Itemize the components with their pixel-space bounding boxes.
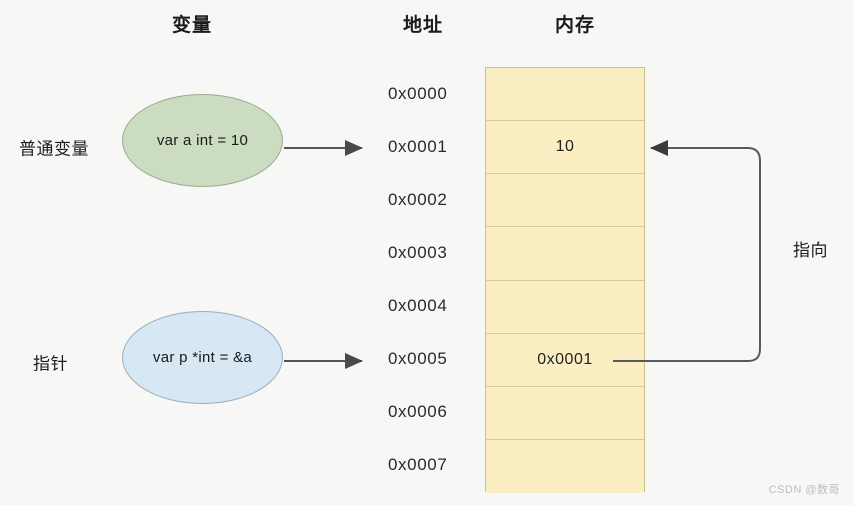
column-header-memory: 内存 [554,15,596,36]
address-label: 0x0005 [388,349,448,369]
address-label: 0x0000 [388,83,448,103]
memory-cell [486,386,644,440]
variable-declaration-node: var a int = 10 [122,94,283,187]
pointer-declaration-node: var p *int = &a [122,311,283,404]
memory-cell [486,280,644,334]
memory-cell: 0x0001 [486,333,644,387]
memory-block: 10 0x0001 [485,67,645,493]
address-label: 0x0004 [388,296,448,316]
column-header-address: 地址 [402,15,444,36]
memory-cell [486,174,644,228]
memory-cell [486,227,644,281]
annotation-pointing: 指向 [793,241,828,260]
watermark: CSDN @数哥 [768,484,840,496]
row-label-normal-variable: 普通变量 [19,139,89,159]
column-header-variable: 变量 [171,15,213,36]
address-label: 0x0002 [388,189,448,209]
memory-cell-value: 0x0001 [537,350,593,368]
address-label: 0x0003 [388,242,448,262]
memory-cell: 10 [486,121,644,175]
row-label-pointer: 指针 [33,354,68,374]
address-label: 0x0007 [388,455,448,475]
memory-cell [486,439,644,493]
memory-cell [486,68,644,122]
pointer-declaration-text: var p *int = &a [152,349,253,366]
address-label: 0x0001 [388,136,448,156]
memory-cell-value: 10 [555,138,575,156]
variable-declaration-text: var a int = 10 [156,132,249,149]
address-label: 0x0006 [388,402,448,422]
